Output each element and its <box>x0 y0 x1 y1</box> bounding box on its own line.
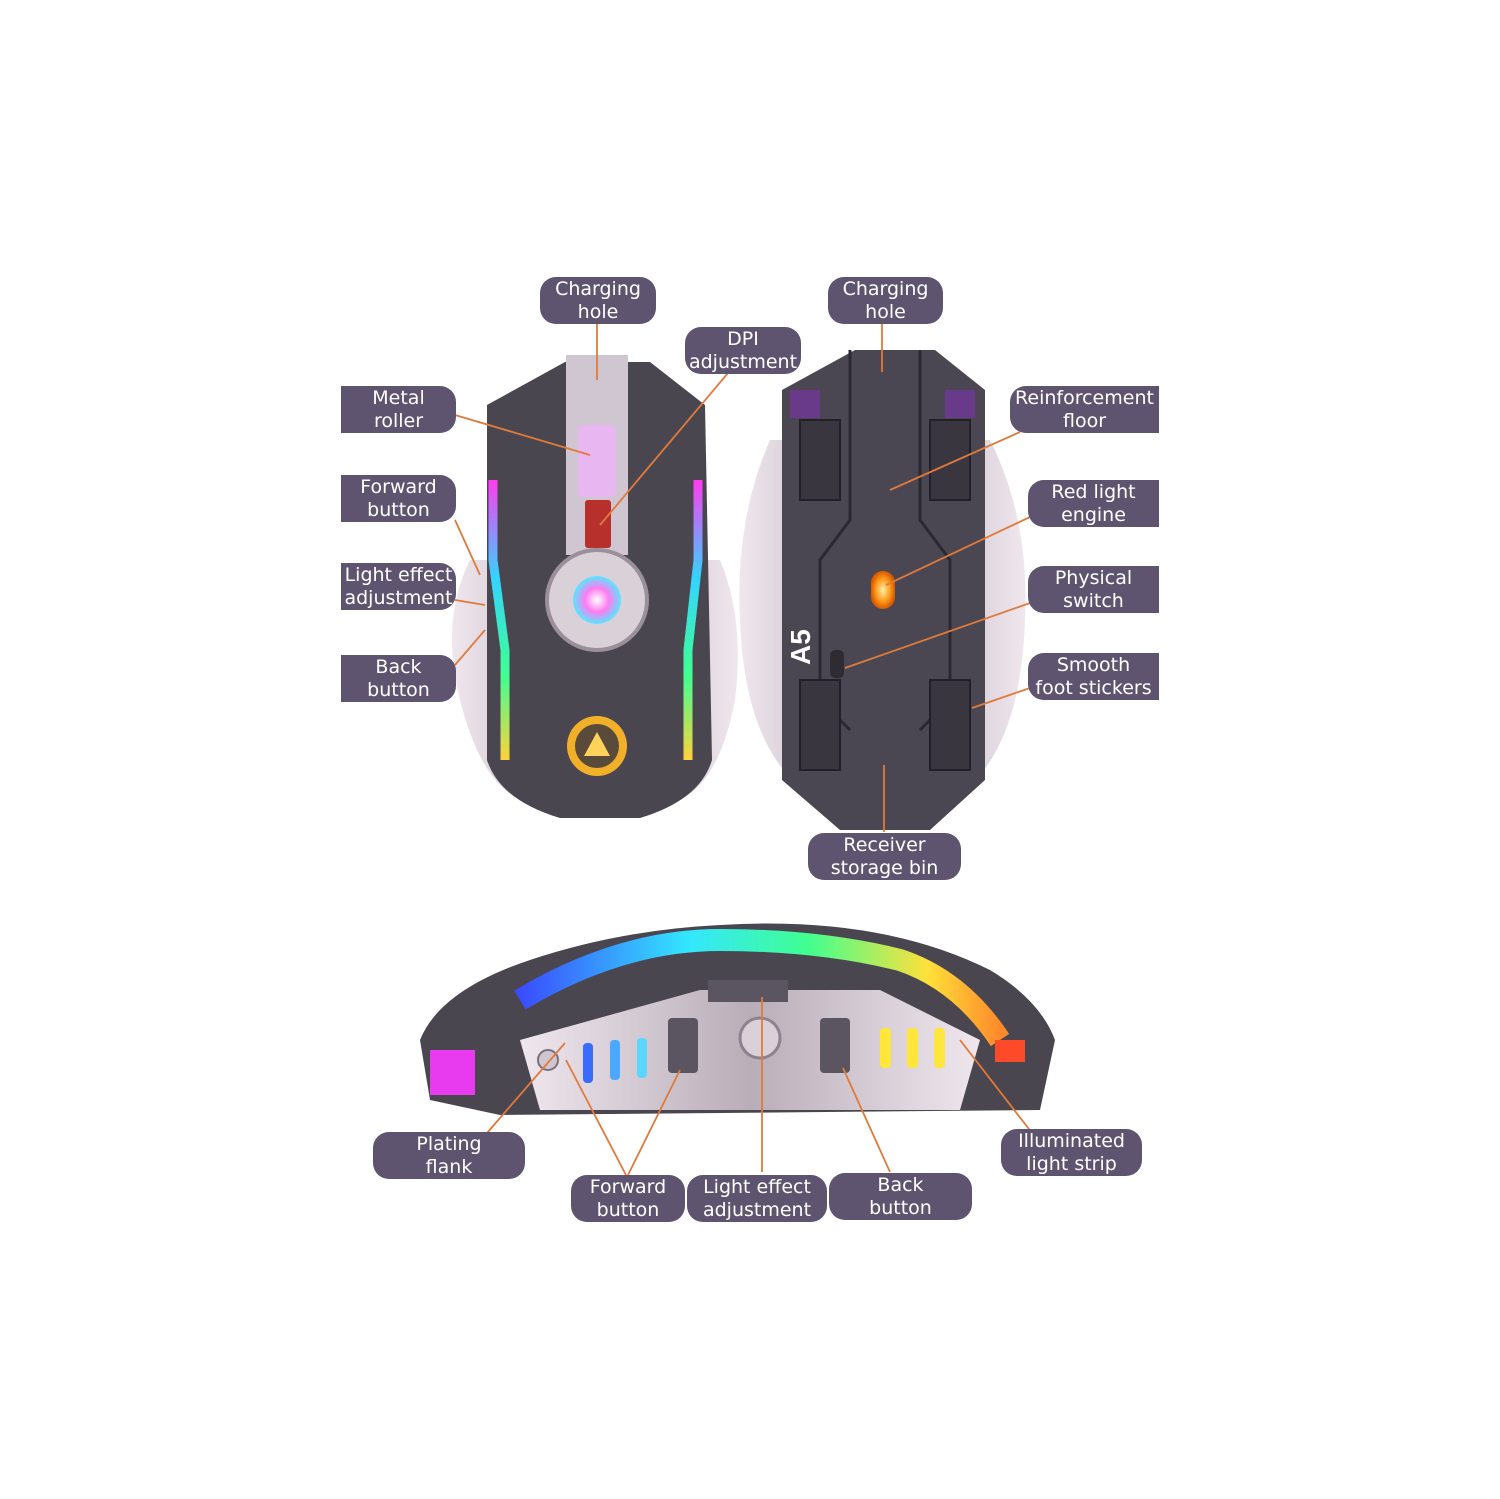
mouse-bottom-view: A5 <box>739 350 1026 830</box>
label-side-illuminated-light-strip: Illuminated light strip <box>1001 1129 1142 1176</box>
mouse-top-view <box>452 355 738 818</box>
label-side-back-button: Back button <box>829 1173 972 1220</box>
label-side-forward-button: Forward button <box>571 1175 685 1222</box>
label-side-light-effect-adjustment: Light effect adjustment <box>687 1175 827 1222</box>
label-bottom-receiver-storage-bin: Receiver storage bin <box>808 833 961 880</box>
label-top-forward-button: Forward button <box>341 475 456 522</box>
label-top-light-effect-adjustment: Light effect adjustment <box>341 563 456 610</box>
label-top-metal-roller: Metal roller <box>341 386 456 433</box>
label-side-plating-flank: Plating flank <box>373 1132 525 1179</box>
label-bottom-physical-switch: Physical switch <box>1028 566 1159 613</box>
label-top-charging-hole: Charging hole <box>540 277 656 324</box>
label-top-dpi-adjustment: DPI adjustment <box>685 327 801 374</box>
svg-text:A5: A5 <box>785 629 816 665</box>
label-bottom-charging-hole: Charging hole <box>828 277 943 324</box>
label-top-back-button: Back button <box>341 655 456 702</box>
label-bottom-reinforcement-floor: Reinforcement floor <box>1010 386 1159 433</box>
label-bottom-red-light-engine: Red light engine <box>1028 480 1159 527</box>
leader-lines <box>454 323 1033 1176</box>
mouse-side-view <box>420 923 1055 1115</box>
label-bottom-smooth-foot-stickers: Smooth foot stickers <box>1028 653 1159 700</box>
